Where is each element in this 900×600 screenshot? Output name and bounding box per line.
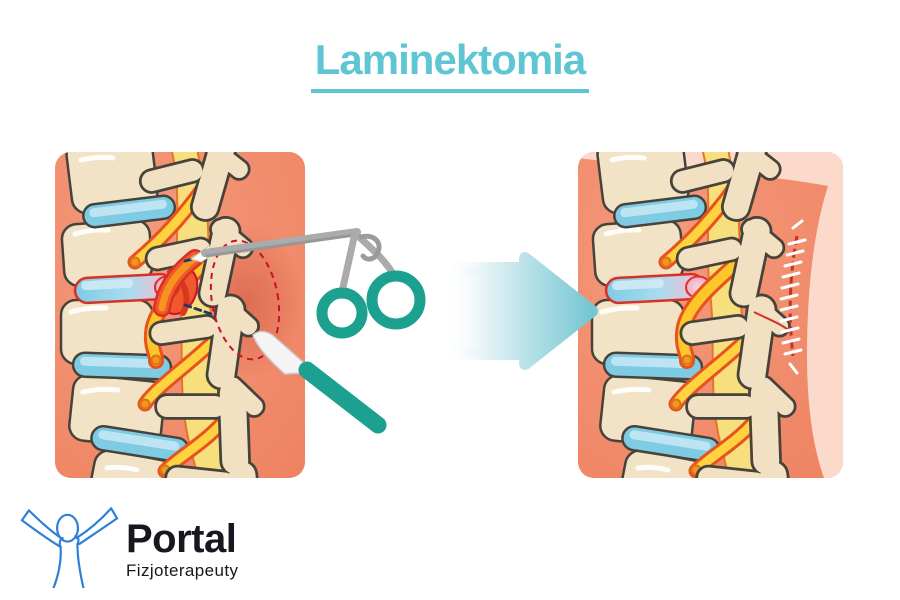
result-arrow-icon <box>437 252 598 370</box>
panel-after-surgery <box>578 152 843 478</box>
inflamed-herniation <box>153 249 204 317</box>
logo-name: Portal <box>126 517 237 561</box>
scalpel-icon <box>252 330 387 434</box>
spine-illustration-after <box>578 152 843 478</box>
logo-text: Portal Fizjoterapeuty <box>126 519 238 581</box>
scalpel-blade <box>252 330 304 375</box>
finger-ring <box>366 270 426 330</box>
suture-stitches <box>779 238 807 356</box>
person-raised-arms-icon <box>20 507 119 588</box>
incision-marking-ellipse <box>209 239 281 361</box>
sutured-incision <box>779 219 807 375</box>
skin-layer <box>578 152 843 478</box>
finger-ring <box>316 287 368 339</box>
rongeur-forceps-icon <box>189 228 426 339</box>
header: Laminektomia <box>0 36 900 93</box>
surgical-instruments <box>189 228 426 434</box>
scalpel-handle <box>298 361 387 434</box>
page-title: Laminektomia <box>310 36 590 93</box>
logo-subtitle: Fizjoterapeuty <box>126 561 239 580</box>
brand-logo: Portal Fizjoterapeuty <box>18 506 238 588</box>
